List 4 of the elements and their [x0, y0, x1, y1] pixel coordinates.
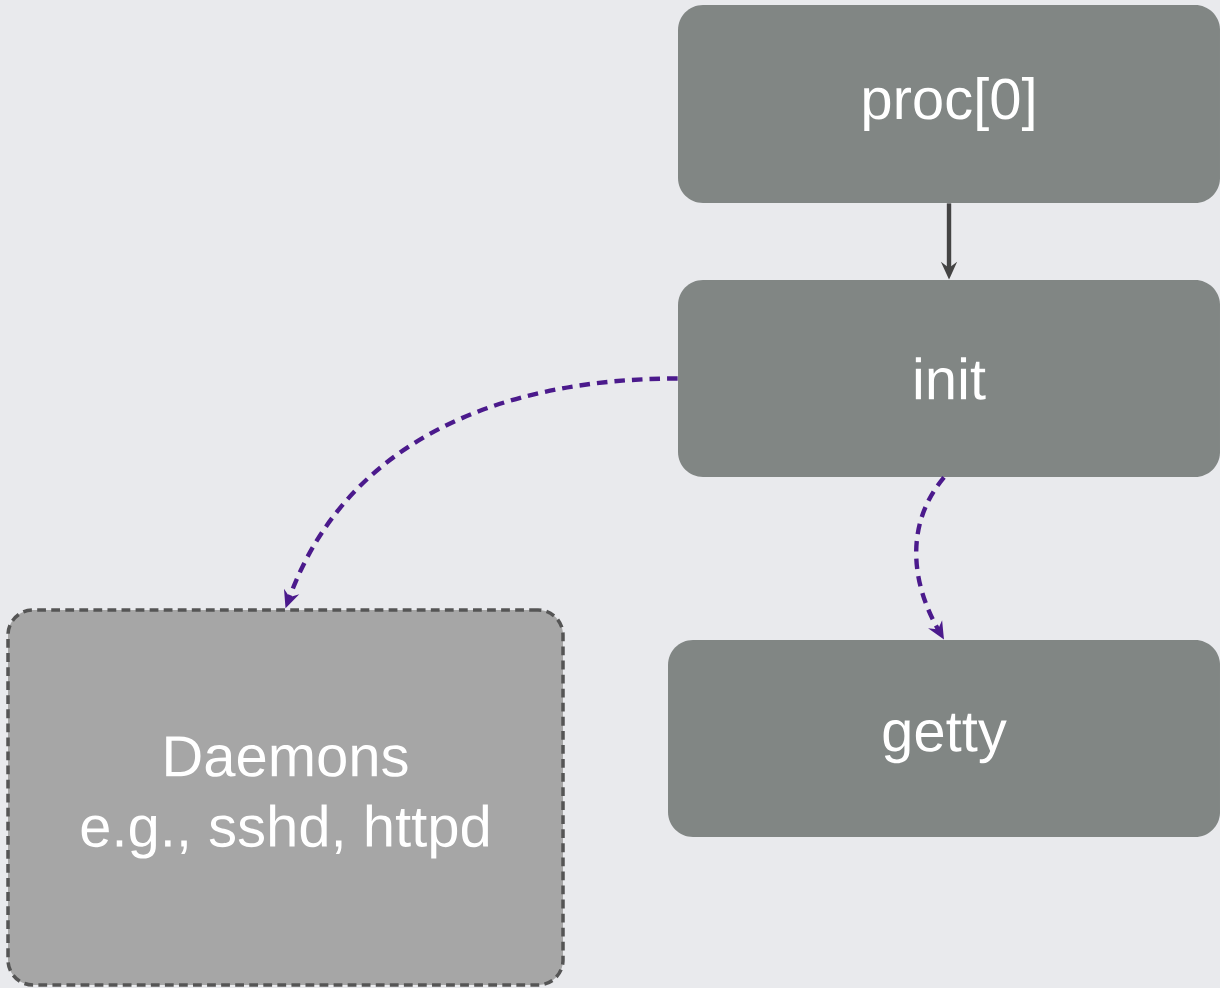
daemon-box: Daemons e.g., sshd, httpd: [6, 608, 565, 987]
process-box: proc[0]: [678, 5, 1220, 203]
process-box: init: [678, 280, 1220, 477]
process-box: getty: [668, 640, 1220, 837]
